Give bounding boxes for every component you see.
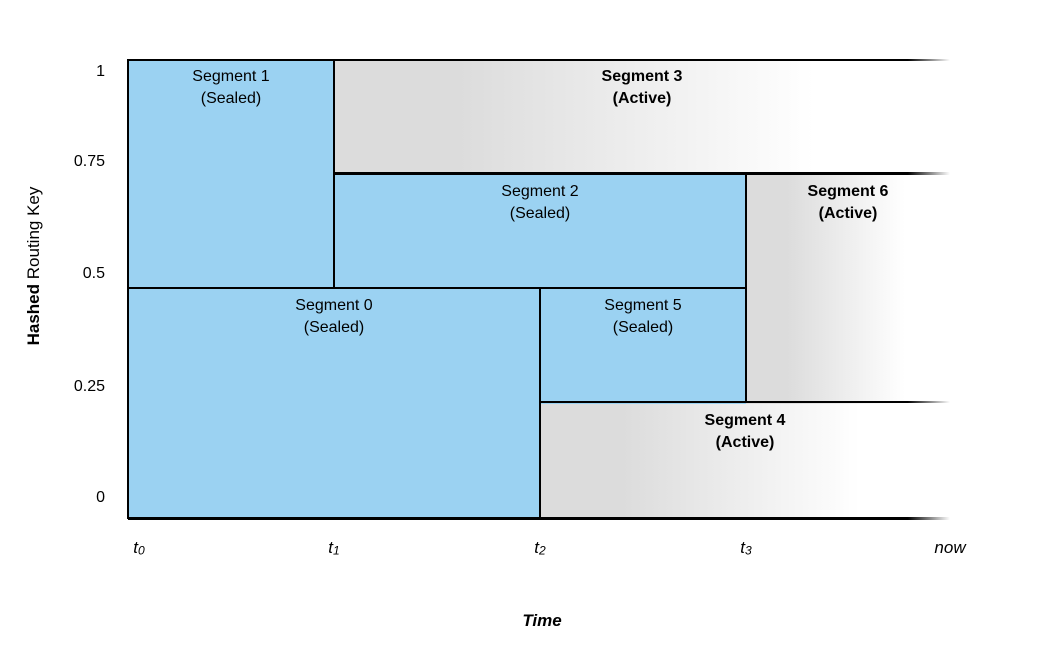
segment-rect-segment-3 xyxy=(334,60,950,175)
x-tick-t0: t0 xyxy=(99,537,179,561)
segment-status: (Sealed) xyxy=(200,90,262,107)
key-05-boundary-line xyxy=(128,286,747,290)
t2-split-line xyxy=(538,286,542,520)
x-tick-base: now xyxy=(934,538,966,557)
segment-name: Segment 5 xyxy=(604,297,682,314)
x-tick-t2: t2 xyxy=(500,537,580,561)
y-tick-0: 0 xyxy=(96,489,105,506)
segment-label-segment-4: Segment 4 (Active) xyxy=(540,410,950,454)
segment-name: Segment 3 xyxy=(601,68,683,85)
x-tick-now: now xyxy=(910,537,990,559)
segment-status: (Sealed) xyxy=(612,319,674,336)
segment-label-segment-1: Segment 1 (Sealed) xyxy=(128,66,334,110)
x-tick-base: t xyxy=(740,538,745,557)
segment-rect-segment-2 xyxy=(334,174,746,289)
y-axis-line xyxy=(126,58,130,520)
segment-name: Segment 0 xyxy=(295,297,373,314)
segment-label-segment-2: Segment 2 (Sealed) xyxy=(334,181,746,225)
x-tick-base: t xyxy=(328,538,333,557)
t3-merge-line xyxy=(744,172,748,404)
segment-rect-segment-1 xyxy=(128,60,334,289)
segment-status: (Sealed) xyxy=(303,319,365,336)
segment-name: Segment 2 xyxy=(501,182,579,200)
segment-label-segment-5: Segment 5 (Sealed) xyxy=(540,295,746,339)
segment-label-segment-3: Segment 3 (Active) xyxy=(334,66,950,110)
y-tick-1: 1 xyxy=(96,63,105,80)
segment-status: (Active) xyxy=(715,433,775,451)
segment-label-segment-6: Segment 6 (Active) xyxy=(746,181,950,225)
x-tick-subscript: 0 xyxy=(138,543,145,558)
y-axis-title-bold-part: Hashed xyxy=(24,283,43,346)
x-tick-base: t xyxy=(133,538,138,557)
x-tick-t3: t3 xyxy=(706,537,786,561)
x-tick-subscript: 3 xyxy=(745,543,752,558)
segment-status: (Sealed) xyxy=(509,204,571,222)
segment-rect-segment-5 xyxy=(540,289,746,404)
x-tick-subscript: 2 xyxy=(539,543,546,558)
segment-status: (Active) xyxy=(818,204,878,222)
y-tick-0.25: 0.25 xyxy=(73,378,105,395)
segment-rect-segment-0 xyxy=(128,289,540,518)
t1-split-line xyxy=(332,58,336,290)
key-075-boundary-line xyxy=(334,172,950,175)
segment-name: Segment 1 xyxy=(192,68,270,85)
x-tick-subscript: 1 xyxy=(333,543,340,558)
x-tick-base: t xyxy=(534,538,539,557)
segment-name: Segment 4 xyxy=(704,411,786,429)
y-tick-0.5: 0.5 xyxy=(82,265,105,282)
segment-status: (Active) xyxy=(612,90,672,107)
x-axis-title: Time xyxy=(522,611,562,630)
segment-rect-segment-4 xyxy=(540,403,950,518)
y-tick-0.75: 0.75 xyxy=(73,153,105,170)
top-boundary-line xyxy=(128,58,950,62)
segment-name: Segment 6 xyxy=(807,182,889,200)
x-tick-t1: t1 xyxy=(294,537,374,561)
segment-rect-segment-6 xyxy=(746,174,950,404)
segment-label-segment-0: Segment 0 (Sealed) xyxy=(128,295,540,339)
